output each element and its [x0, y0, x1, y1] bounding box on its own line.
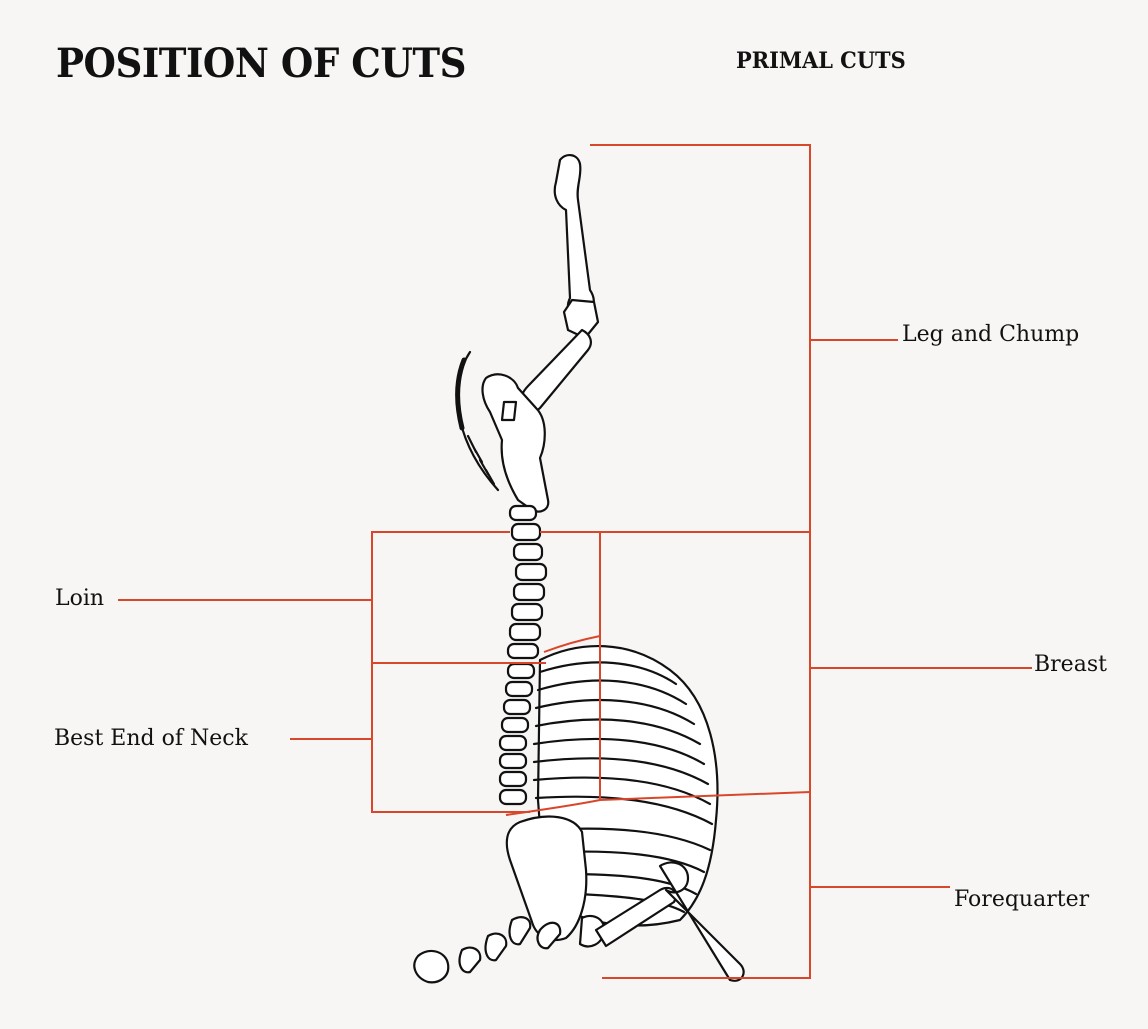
- label-loin: Loin: [55, 588, 104, 610]
- lamb-skeleton-illustration: [414, 155, 743, 982]
- label-best-end-of-neck: Best End of Neck: [54, 728, 248, 750]
- label-leg-and-chump: Leg and Chump: [902, 324, 1079, 346]
- label-breast: Breast: [1034, 654, 1107, 676]
- label-forequarter: Forequarter: [954, 889, 1089, 911]
